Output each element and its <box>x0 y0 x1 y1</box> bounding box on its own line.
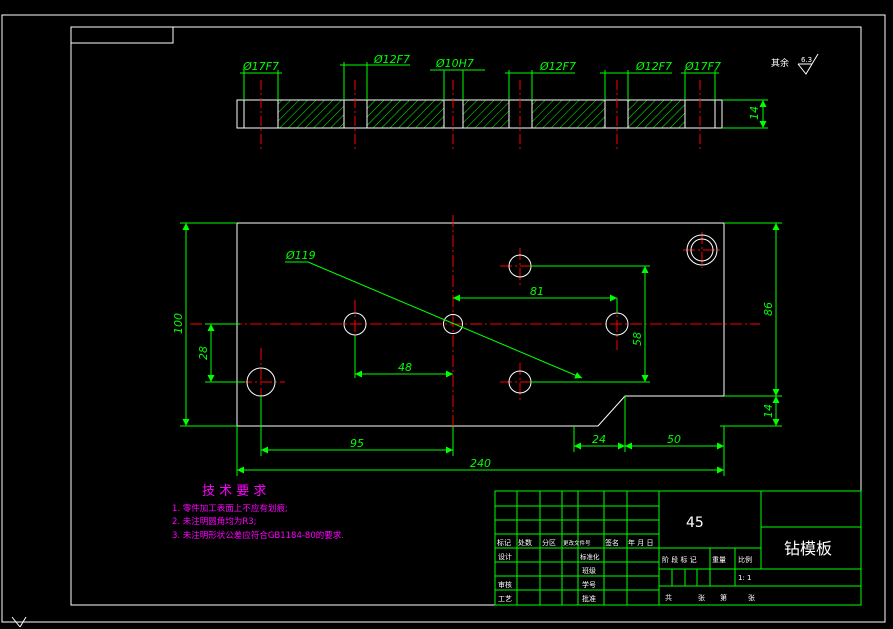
dim-100: 100 <box>172 313 185 334</box>
row-review: 审核 <box>498 580 512 589</box>
callout-hole-1: Ø17F7 <box>242 60 279 73</box>
callout-hole-3: Ø10H7 <box>435 57 474 70</box>
dim-95: 95 <box>350 437 364 450</box>
hole-phi12-right <box>605 312 629 336</box>
hdr-mark: 标记 <box>497 538 511 547</box>
dim-28: 28 <box>197 346 210 360</box>
section-view <box>236 62 768 150</box>
callout-hole-5: Ø12F7 <box>635 60 672 73</box>
callout-hole-2: Ø12F7 <box>373 53 410 66</box>
sheet-outer-frame <box>1 14 886 623</box>
scale-label: 比例 <box>738 555 752 564</box>
callout-hole-4: Ø12F7 <box>539 60 576 73</box>
title-block: 45 钻模板 标记 处数 分区 更改文件号 签名 年 月 日 设计 审核 工艺 … <box>494 490 862 606</box>
stage-label: 阶 段 标 记 <box>662 555 697 564</box>
row-student-id: 学号 <box>582 580 596 589</box>
roughness-prefix: 其余 <box>771 57 789 69</box>
scale-value: 1: 1 <box>738 574 752 582</box>
dim-24: 24 <box>592 433 606 446</box>
roughness-value: 6.3 <box>801 56 812 64</box>
dim-86: 86 <box>762 302 775 316</box>
plan-view: Ø119 81 58 48 28 100 86 14 95 24 50 240 <box>172 215 782 476</box>
plan-circle-callout: Ø119 <box>285 249 316 262</box>
row-standard: 标准化 <box>580 552 600 561</box>
sheet-inner-frame <box>70 26 862 606</box>
dim-14: 14 <box>762 404 775 418</box>
sheet-unit-1: 张 <box>698 593 705 602</box>
hdr-date: 年 月 日 <box>628 538 653 547</box>
technical-notes: 技 术 要 求 1. 零件加工表面上不应有划痕; 2. 未注明圆角均为R3; 3… <box>172 484 344 541</box>
hdr-change-doc: 更改文件号 <box>563 539 591 547</box>
row-design: 设计 <box>498 552 512 561</box>
hdr-sign: 签名 <box>605 538 619 547</box>
part-name: 钻模板 <box>784 539 832 558</box>
section-outline <box>236 99 723 129</box>
origin-marker <box>11 616 27 628</box>
dim-48: 48 <box>398 361 412 374</box>
section-thickness-label: 14 <box>748 106 761 120</box>
dim-81: 81 <box>530 285 544 298</box>
sheet-no-label: 第 <box>720 593 727 602</box>
row-approve: 批准 <box>582 594 596 603</box>
sheet-total-label: 共 <box>665 593 672 602</box>
callout-hole-6: Ø17F7 <box>684 60 721 73</box>
note-item-1: 1. 零件加工表面上不应有划痕; <box>172 503 288 514</box>
dim-240: 240 <box>470 457 491 470</box>
hole-phi12-left <box>343 312 367 336</box>
hole-phi10-center <box>443 314 463 334</box>
corner-label-box <box>70 26 174 44</box>
row-class: 班级 <box>582 566 596 575</box>
notes-title: 技 术 要 求 <box>202 484 266 499</box>
sheet-unit-2: 张 <box>748 593 755 602</box>
dim-58: 58 <box>631 332 644 346</box>
dim-50: 50 <box>667 433 681 446</box>
note-item-3: 3. 未注明形状公差应符合GB1184-80的要求. <box>172 530 344 541</box>
hole-phi17-right-outer <box>686 234 718 266</box>
weight-label: 重量 <box>712 556 726 564</box>
hdr-zone: 分区 <box>542 538 556 547</box>
section-callouts: Ø17F7 Ø12F7 Ø10H7 Ø12F7 Ø12F7 Ø17F7 14 <box>242 53 761 120</box>
row-process: 工艺 <box>498 595 512 603</box>
note-item-2: 2. 未注明圆角均为R3; <box>172 516 257 527</box>
roughness-symbol: 其余 6.3 <box>771 53 819 75</box>
hole-phi17-right-inner <box>690 238 714 262</box>
material: 45 <box>686 515 704 531</box>
hdr-count: 处数 <box>518 538 532 547</box>
